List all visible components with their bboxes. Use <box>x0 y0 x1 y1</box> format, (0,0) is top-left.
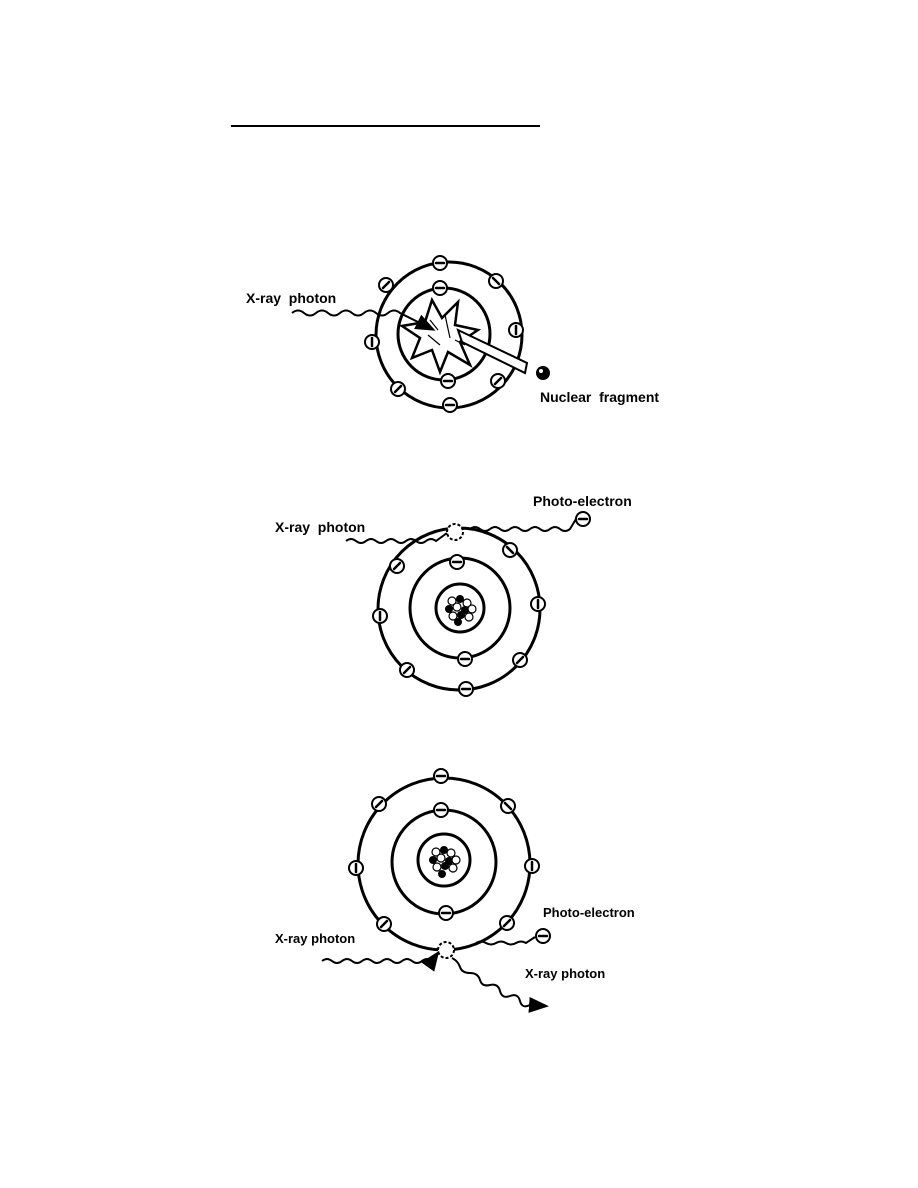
exploding-nucleus <box>398 296 482 376</box>
figure-compton-scattering: X-ray photon Photo-electron X-ray photon <box>275 768 635 1013</box>
outer-electrons <box>372 542 546 697</box>
electron-icon <box>502 542 518 558</box>
photon-label: X-ray photon <box>246 290 336 306</box>
photoelectron-label: Photo-electron <box>543 905 635 920</box>
figure-nuclear-disintegration: X-ray photon Nuclear fragment <box>246 255 659 413</box>
electron-icon <box>364 334 380 350</box>
electron-icon <box>433 802 449 818</box>
electron-icon <box>490 373 506 389</box>
electron-icon <box>512 652 528 668</box>
outer-electrons <box>364 255 524 413</box>
nucleus-icon <box>445 595 477 626</box>
fragment-trail <box>456 328 529 375</box>
incoming-photon-wave <box>321 950 440 972</box>
photon-label: X-ray photon <box>275 519 365 535</box>
electron-icon <box>458 681 474 697</box>
electron-icon <box>449 554 465 570</box>
photon-in-label: X-ray photon <box>275 931 355 946</box>
photoelectron-icon <box>575 511 591 527</box>
nucleus-cracks <box>427 314 466 346</box>
photoelectron-label: Photo-electron <box>533 493 632 509</box>
fragment-label: Nuclear fragment <box>540 389 659 405</box>
electron-icon <box>499 915 515 931</box>
electron-icon <box>433 768 449 784</box>
nucleus-shell <box>416 832 472 888</box>
electron-icon <box>376 916 392 932</box>
electron-icon <box>390 381 406 397</box>
figure-photoelectric-effect: X-ray photon Photo-electron <box>275 493 632 697</box>
vacancy-electron <box>437 941 455 959</box>
electron-icon <box>348 860 364 876</box>
electron-icon <box>457 651 473 667</box>
electron-icon <box>371 796 387 812</box>
nuclear-fragment-icon <box>536 366 550 380</box>
electron-icon <box>442 397 458 413</box>
header-rule <box>231 125 540 127</box>
scattered-photon-wave <box>451 957 549 1013</box>
electron-icon <box>432 280 448 296</box>
electron-icon <box>399 662 415 678</box>
electron-icon <box>524 858 540 874</box>
photoelectron-wave <box>475 936 536 946</box>
photon-out-label: X-ray photon <box>525 966 605 981</box>
electron-icon <box>438 905 454 921</box>
middle-orbit <box>390 808 498 916</box>
vacancy-electron <box>446 523 464 541</box>
electron-icon <box>378 277 394 293</box>
inner-electrons <box>433 802 454 921</box>
electron-icon <box>432 255 448 271</box>
incoming-photon-wave <box>345 532 448 544</box>
inner-electrons <box>432 280 456 389</box>
nucleus-icon <box>429 846 461 878</box>
electron-icon <box>389 558 405 574</box>
electron-icon <box>372 608 388 624</box>
nucleus-shell <box>434 582 486 634</box>
photoelectron-wave <box>469 518 577 532</box>
photoelectron-icon <box>535 928 551 944</box>
electron-icon <box>440 373 456 389</box>
inner-electrons <box>449 554 473 667</box>
electron-icon <box>500 798 516 814</box>
outer-electrons <box>348 768 540 932</box>
electron-icon <box>488 273 504 289</box>
electron-icon <box>508 322 524 338</box>
incoming-photon-wave <box>291 309 436 331</box>
electron-icon <box>530 596 546 612</box>
